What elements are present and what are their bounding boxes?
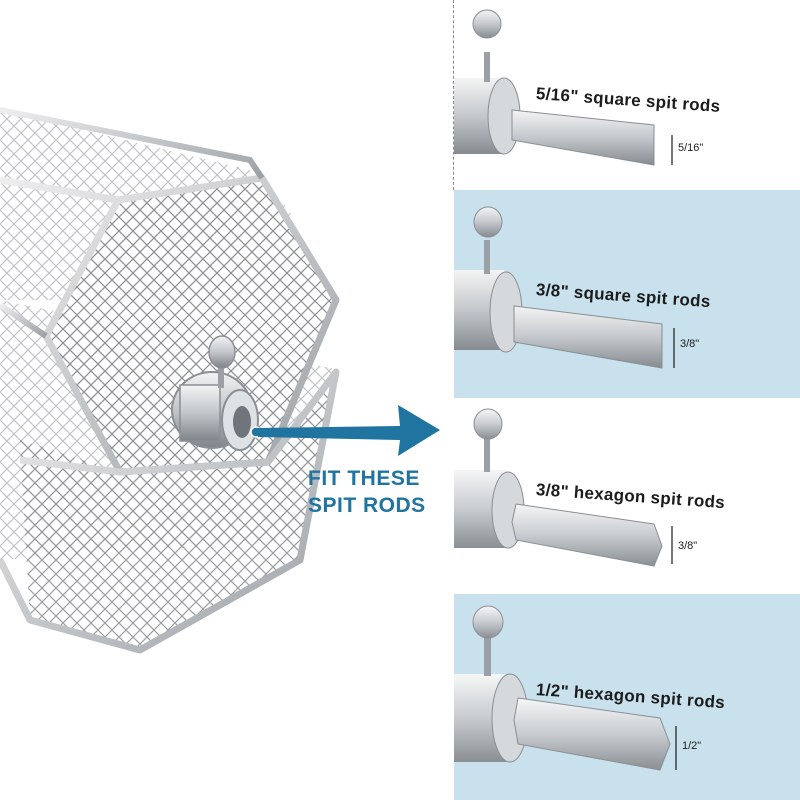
rod-size-2: 3/8": [680, 338, 700, 350]
square-rod-graphic: [454, 206, 675, 369]
square-rod-graphic: [454, 9, 673, 166]
rod-panel-4: 1/2" hexagon spit rods 1/2": [454, 594, 800, 800]
basket-illustration: FIT THESE SPIT RODS: [0, 107, 440, 654]
rod-size-3: 3/8": [678, 540, 698, 552]
hexagon-rod-graphic: [454, 408, 673, 567]
dashed-divider: [453, 0, 454, 190]
callout-line-1: FIT THESE: [308, 467, 420, 490]
hexagon-rod-graphic: [454, 605, 677, 771]
callout-line-2: SPIT RODS: [308, 494, 426, 517]
rod-panel-1: 5/16" square spit rods 5/16": [454, 0, 800, 190]
rod-panel-3: 3/8" hexagon spit rods 3/8": [454, 398, 800, 594]
hexagon-basket-graphic: [0, 107, 440, 654]
rod-size-4: 1/2": [682, 740, 702, 752]
rod-panel-2: 3/8" square spit rods 3/8": [454, 190, 800, 398]
rod-size-1: 5/16": [678, 142, 704, 154]
